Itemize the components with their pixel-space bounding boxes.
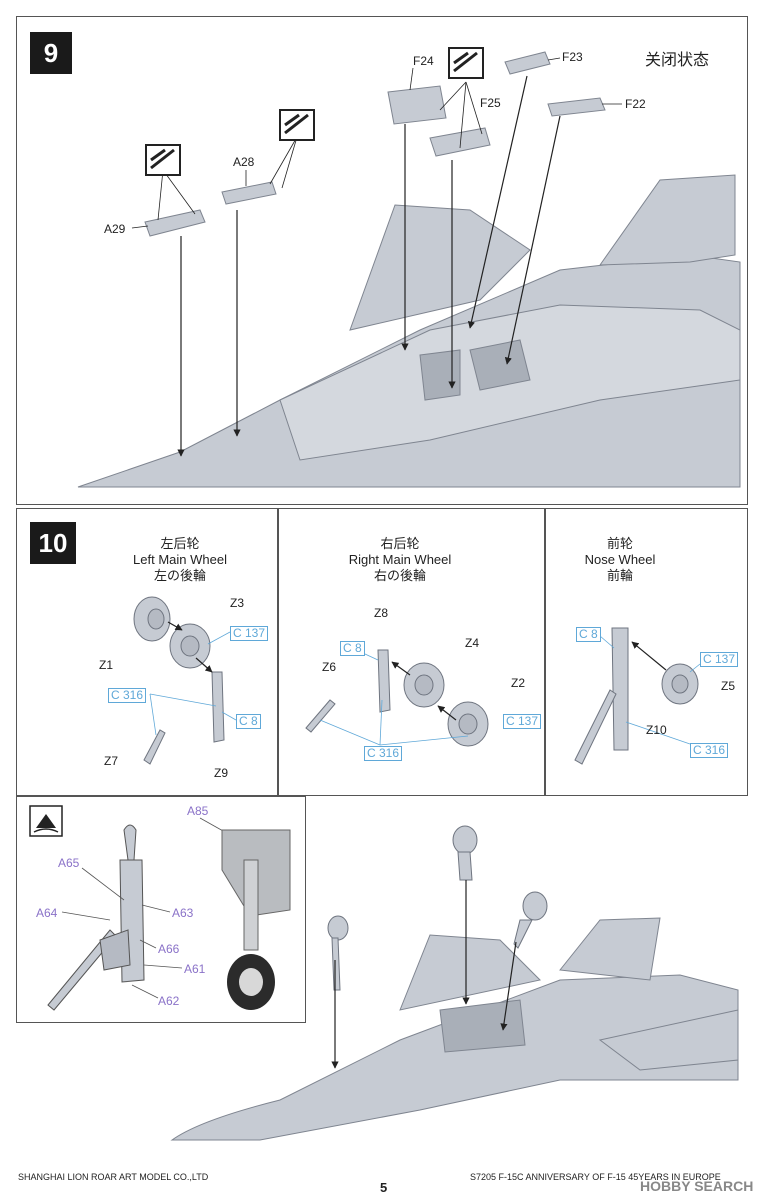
- right-wheel-title-cn: 右后轮: [380, 536, 420, 551]
- label-z4: Z4: [465, 636, 480, 650]
- label-f22: F22: [625, 97, 646, 111]
- step10-number: 10: [30, 522, 76, 564]
- nose-wheel-title-jp: 前輪: [606, 568, 633, 583]
- step10-right-panel: [278, 508, 545, 796]
- label-a61: A61: [184, 962, 206, 976]
- label-z10: Z10: [646, 723, 667, 737]
- gear-strut-detail: [47, 824, 145, 1011]
- label-a85: A85: [187, 804, 209, 818]
- footer-product: S7205 F-15C ANNIVERSARY OF F-15 45YEARS …: [470, 1172, 721, 1182]
- footer-page-number: 5: [380, 1180, 388, 1195]
- right-wheel-title-jp: 右の後輪: [373, 568, 426, 583]
- label-a65: A65: [58, 856, 80, 870]
- right-wheel-title: 右后轮 Right Main Wheel 右の後輪: [325, 536, 475, 584]
- state-label: 关闭状态: [645, 52, 710, 69]
- nose-wheel-title: 前轮 Nose Wheel 前輪: [560, 536, 680, 584]
- nose-wheel-parts: [574, 627, 699, 765]
- no-glue-icon-1: [145, 144, 181, 176]
- left-wheel-title-jp: 左の後輪: [153, 568, 206, 583]
- label-z9: Z9: [214, 766, 229, 780]
- part-f25: [429, 127, 491, 157]
- label-z1: Z1: [99, 658, 114, 672]
- label-a64: A64: [36, 906, 58, 920]
- part-a28: [221, 181, 277, 205]
- label-a62: A62: [158, 994, 180, 1008]
- paint-icon: [29, 805, 63, 837]
- detail-panel: [16, 796, 306, 1023]
- left-wheel-title-cn: 左后轮: [160, 536, 200, 551]
- color-c8-left: C 8: [236, 714, 261, 729]
- step9-number: 9: [30, 32, 72, 74]
- step10-left-panel: [16, 508, 278, 796]
- color-c8-nose: C 8: [576, 627, 601, 642]
- part-f24: [387, 85, 447, 125]
- color-c316-right: C 316: [364, 746, 403, 761]
- step10-nose-panel: [545, 508, 748, 796]
- color-c137-nose: C 137: [700, 652, 739, 667]
- label-a28: A28: [233, 155, 255, 169]
- aircraft-bottom: [170, 917, 739, 1141]
- part-a29: [144, 209, 206, 237]
- label-a29: A29: [104, 222, 126, 236]
- floating-gear-parts: [327, 825, 548, 991]
- right-wheel-title-en: Right Main Wheel: [348, 552, 452, 567]
- no-glue-icon-2: [279, 109, 315, 141]
- nose-wheel-title-en: Nose Wheel: [584, 552, 656, 567]
- label-z5: Z5: [721, 679, 736, 693]
- label-f24: F24: [413, 54, 434, 68]
- color-c8-right: C 8: [340, 641, 365, 656]
- right-wheel-parts: [305, 649, 489, 747]
- part-f23: [504, 51, 551, 75]
- footer-company: SHANGHAI LION ROAR ART MODEL CO.,LTD: [18, 1172, 209, 1182]
- no-glue-icon-3: [448, 47, 484, 79]
- step9-panel: [16, 16, 748, 505]
- part-f22: [547, 97, 606, 117]
- label-z7: Z7: [104, 754, 119, 768]
- nose-gear-photo: [221, 829, 291, 1010]
- color-c316-nose: C 316: [690, 743, 729, 758]
- left-wheel-title: 左后轮 Left Main Wheel 左の後輪: [110, 536, 250, 584]
- color-c316-left: C 316: [108, 688, 147, 703]
- left-wheel-title-en: Left Main Wheel: [133, 552, 227, 567]
- label-f23: F23: [562, 50, 583, 64]
- color-c137-right: C 137: [503, 714, 542, 729]
- label-z2: Z2: [511, 676, 526, 690]
- nose-wheel-title-cn: 前轮: [606, 536, 633, 551]
- label-a66: A66: [158, 942, 180, 956]
- label-z6: Z6: [322, 660, 337, 674]
- color-c137-left: C 137: [230, 626, 269, 641]
- label-z3: Z3: [230, 596, 245, 610]
- left-wheel-parts: [133, 596, 225, 765]
- label-a63: A63: [172, 906, 194, 920]
- label-f25: F25: [480, 96, 501, 110]
- label-z8: Z8: [374, 606, 389, 620]
- watermark: HOBBY SEARCH: [640, 1178, 754, 1194]
- aircraft-step9: [77, 174, 741, 488]
